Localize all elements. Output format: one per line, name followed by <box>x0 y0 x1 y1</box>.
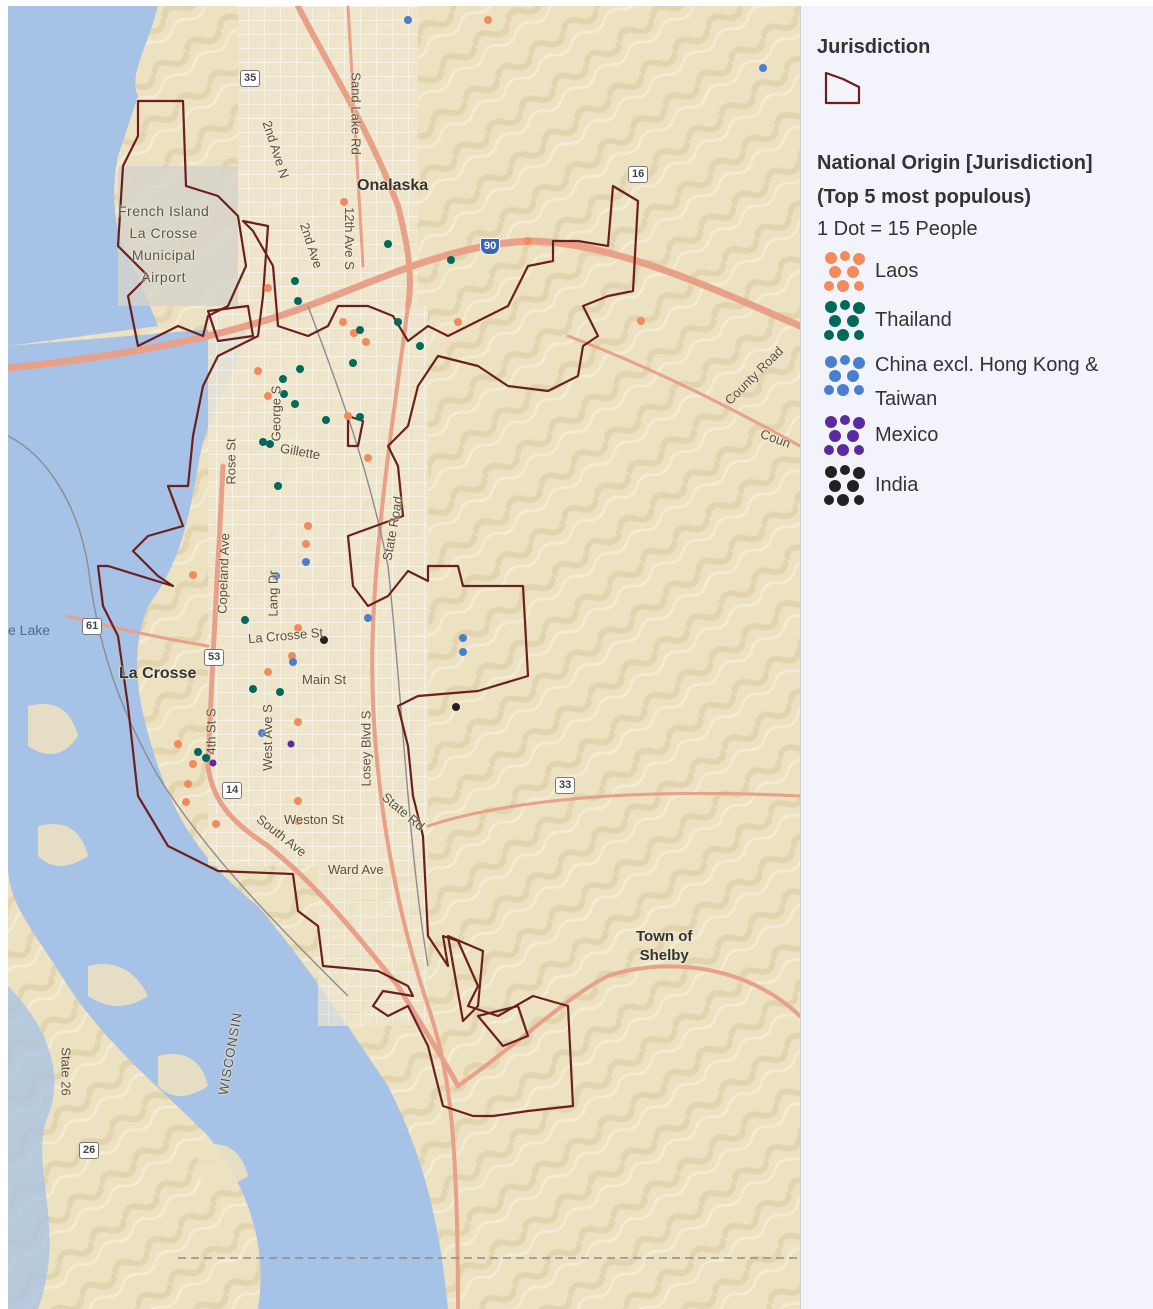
label-airport: French Island La Crosse Municipal Airpor… <box>118 203 210 285</box>
airport-area <box>118 166 238 306</box>
shield-53: 53 <box>204 649 225 666</box>
china-dot-swatch-icon <box>824 355 865 396</box>
legend-dot-note: 1 Dot = 15 People <box>817 218 978 240</box>
shield-35: 35 <box>240 70 261 87</box>
river-channel <box>8 326 448 1309</box>
legend-item-thailand[interactable]: Thailand <box>823 299 1153 343</box>
dots-laos <box>174 16 645 828</box>
jurisdiction-polygon-icon <box>824 71 861 105</box>
legend-item-mexico[interactable]: Mexico <box>823 414 1153 458</box>
label-onalaska: Onalaska <box>357 177 429 194</box>
legend-item-label: Thailand <box>875 309 952 331</box>
dots-thailand <box>194 240 455 762</box>
basemap <box>8 6 800 1309</box>
label-rose-st: Rose St <box>223 438 239 485</box>
backwater-west <box>8 566 98 906</box>
india-dot-swatch-icon <box>824 465 865 506</box>
shield-26: 26 <box>79 1142 100 1159</box>
label-george-st: George S <box>268 385 284 442</box>
legend-item-china[interactable]: China excl. Hong Kong & Taiwan <box>823 354 1153 416</box>
legend-item-label: India <box>875 474 919 496</box>
legend-item-label: China excl. Hong Kong & Taiwan <box>875 354 1099 410</box>
legend-panel: Jurisdiction National Origin [Jurisdicti… <box>800 6 1153 1309</box>
jurisdiction-boundary <box>96 99 640 1118</box>
urban-grid-central <box>208 306 428 866</box>
label-copeland-ave: Copeland Ave <box>214 532 233 615</box>
shield-14: 14 <box>222 782 243 799</box>
legend-item-laos[interactable]: Laos <box>823 250 1153 294</box>
label-state-26: State 26 <box>58 1047 74 1096</box>
mexico-dot-swatch-icon <box>824 415 865 456</box>
thailand-dot-swatch-icon <box>824 300 865 341</box>
label-la-crosse: La Crosse <box>119 665 197 682</box>
legend-national-origin-title: National Origin [Jurisdiction] <box>817 152 1093 174</box>
lower-wetlands <box>8 986 55 1309</box>
shield-33: 33 <box>555 777 576 794</box>
legend-item-india[interactable]: India <box>823 464 1153 508</box>
label-4th-st-s: 4th St S <box>203 708 219 755</box>
dots-mexico <box>209 740 295 767</box>
legend-item-label: Laos <box>875 260 919 282</box>
rail-lines <box>8 305 429 997</box>
label-west-ave-s: West Ave S <box>259 704 275 771</box>
label-lang-dr: Lang Dr <box>265 570 281 617</box>
shield-61: 61 <box>82 618 103 635</box>
shield-i90: 90 <box>480 238 501 255</box>
label-12th-ave: 12th Ave S <box>341 207 357 270</box>
label-town-of-shelby: Town of Shelby <box>636 928 693 964</box>
dots-china <box>258 16 767 737</box>
map-canvas[interactable]: Onalaska La Crosse Town of Shelby e Lake… <box>8 6 800 1309</box>
label-main-st: Main St <box>302 672 347 687</box>
label-sand-lake-rd: Sand Lake Rd <box>348 72 364 155</box>
legend-top5-note: (Top 5 most populous) <box>817 186 1032 208</box>
shield-16: 16 <box>628 166 649 183</box>
island-patches <box>28 704 248 1186</box>
legend-jurisdiction-title: Jurisdiction <box>817 36 931 58</box>
dots-india <box>320 636 460 711</box>
label-lake: e Lake <box>8 622 51 638</box>
label-weston-st: Weston St <box>284 812 344 827</box>
laos-dot-swatch-icon <box>824 251 865 292</box>
label-ward-ave: Ward Ave <box>328 862 384 877</box>
legend-item-label: Mexico <box>875 424 939 446</box>
label-losey-blvd: Losey Blvd S <box>358 710 374 787</box>
